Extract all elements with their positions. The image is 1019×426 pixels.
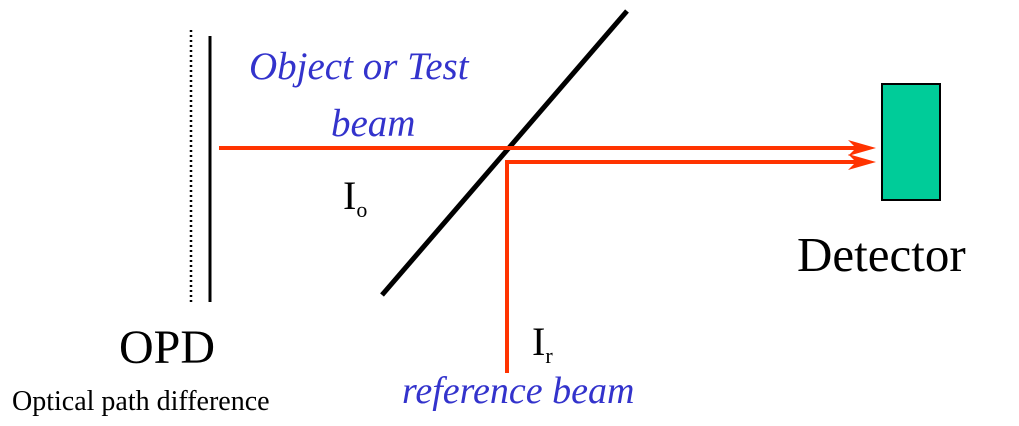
- intensity-object-main: I: [343, 173, 357, 218]
- opd-full-label: Optical path difference: [12, 386, 270, 417]
- reference-beam-line: [505, 160, 868, 373]
- beam-splitter-line: [380, 9, 629, 297]
- intensity-object-sub: o: [356, 196, 368, 222]
- object-beam-label-line1: Object or Test: [249, 45, 469, 88]
- intensity-reference-sub: r: [545, 342, 553, 368]
- intensity-reference-main: I: [532, 319, 546, 364]
- detector-icon: [881, 83, 941, 201]
- reference-beam-label: reference beam: [402, 370, 635, 412]
- object-beam-label-line2: beam: [331, 102, 416, 145]
- detector-label: Detector: [797, 227, 966, 282]
- intensity-object-label: Io: [343, 173, 367, 221]
- reference-beam-arrowhead: [848, 154, 876, 170]
- opd-label: OPD: [119, 321, 216, 374]
- intensity-reference-label: Ir: [532, 319, 553, 367]
- object-beam-arrowhead: [848, 140, 876, 156]
